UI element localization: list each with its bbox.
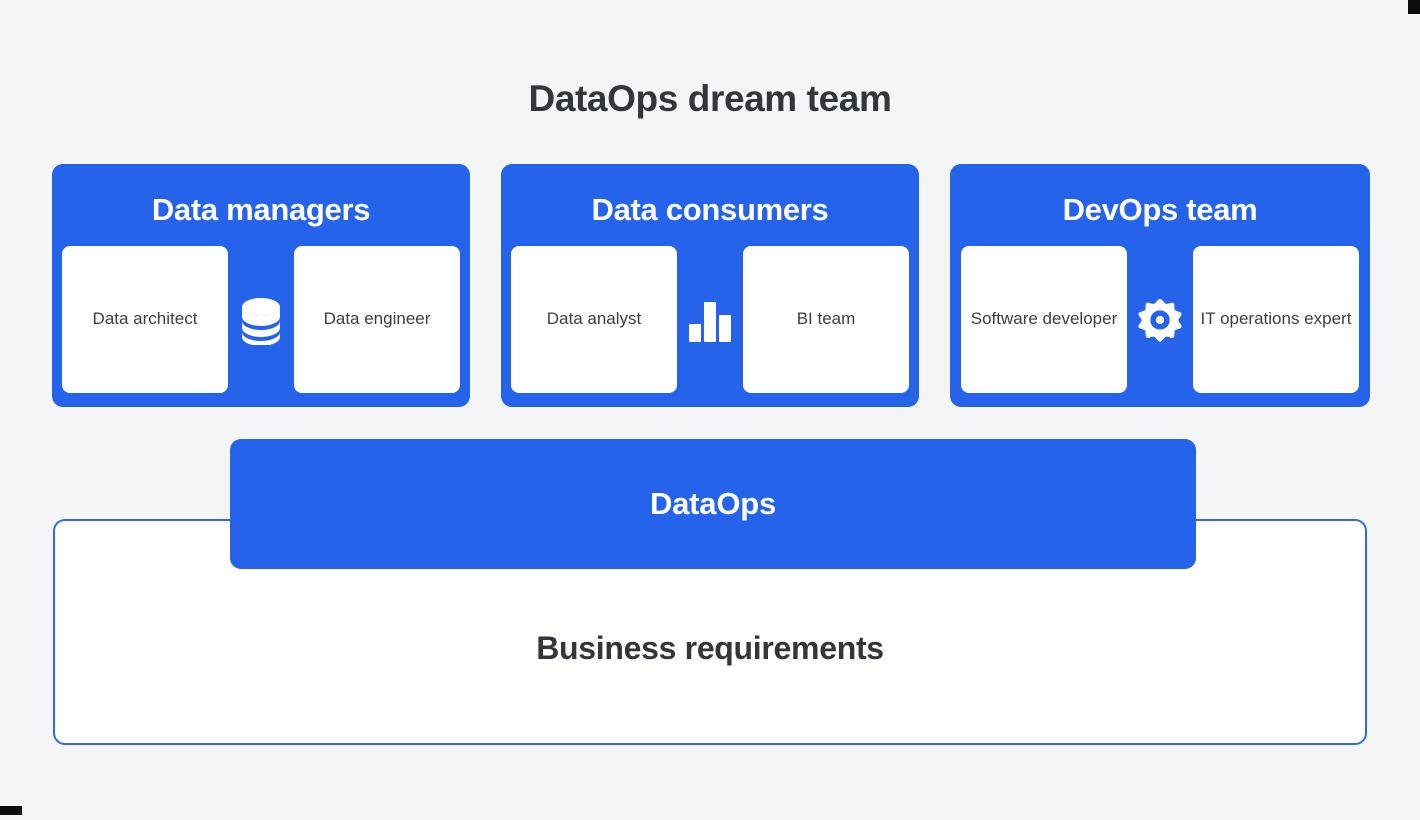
- group-body-data-consumers: Data analyst BI team: [501, 242, 919, 407]
- page-title: DataOps dream team: [528, 78, 892, 119]
- role-box-bi-team: BI team: [743, 246, 909, 394]
- business-requirements-label: Business requirements: [536, 630, 884, 666]
- group-body-data-managers: Data architect Data engineer: [52, 242, 470, 407]
- group-title-data-consumers: Data consumers: [591, 192, 829, 227]
- database-icon: [239, 295, 283, 345]
- group-card-devops-team: DevOps team Software developer IT operat…: [950, 164, 1370, 407]
- role-box-software-developer: Software developer: [961, 246, 1127, 394]
- role-box-data-analyst: Data analyst: [511, 246, 677, 394]
- group-cards-row: Data managers Data architect: [52, 164, 1370, 407]
- role-box-data-engineer: Data engineer: [294, 246, 460, 394]
- connector-data-consumers: [677, 246, 743, 393]
- gear-icon: [1137, 297, 1183, 343]
- dataops-band: DataOps: [230, 439, 1196, 569]
- role-box-it-operations-expert: IT operations expert: [1193, 246, 1359, 394]
- connector-devops-team: [1127, 246, 1193, 393]
- group-card-data-consumers: Data consumers Data analyst BI team: [501, 164, 919, 407]
- connector-data-managers: [228, 246, 294, 393]
- dataops-label: DataOps: [649, 486, 777, 521]
- crop-artifact-bottom-left: [0, 806, 22, 815]
- group-title-data-managers: Data managers: [151, 192, 371, 227]
- crop-artifact-top-right: [1408, 0, 1420, 14]
- role-box-data-architect: Data architect: [62, 246, 228, 394]
- bar-chart-icon: [686, 296, 734, 344]
- group-card-data-managers: Data managers Data architect: [52, 164, 470, 407]
- group-title-devops-team: DevOps team: [1062, 192, 1258, 227]
- group-body-devops-team: Software developer IT operations expert: [950, 242, 1370, 407]
